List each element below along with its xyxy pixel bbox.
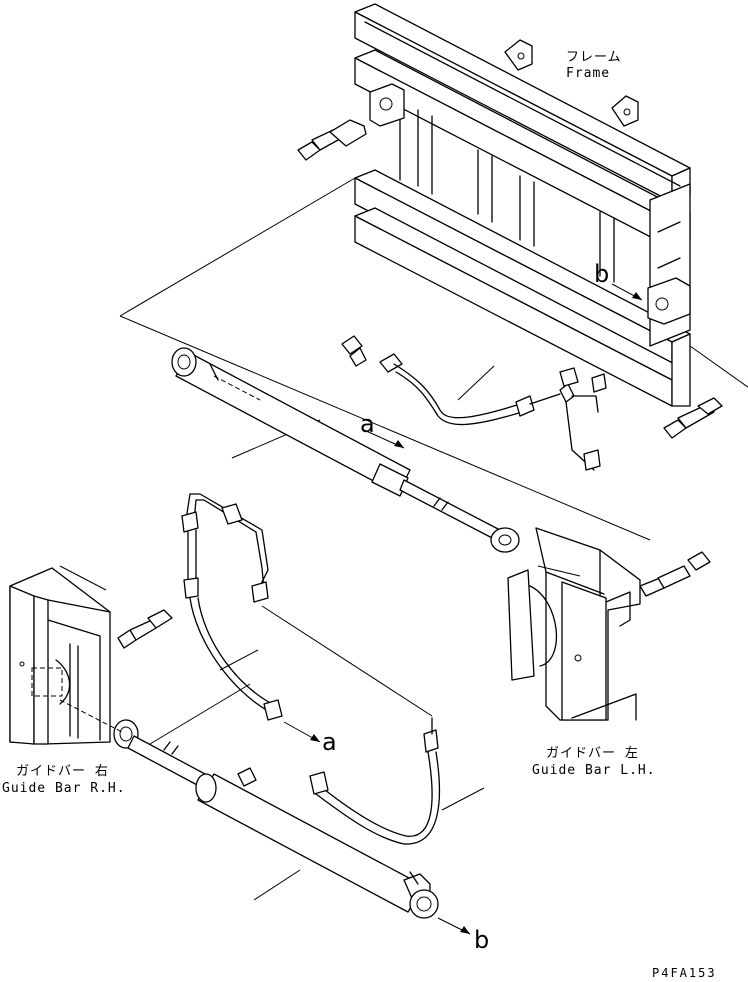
ref-arrow-b-lower: [437, 917, 471, 935]
ref-letter-b-frame: b: [594, 260, 610, 288]
guide-bar-lh-bolt: [639, 551, 711, 597]
lower-hose-assembly: [181, 493, 485, 845]
drawing-code: P4FA153: [652, 966, 717, 980]
ref-arrow-a-lower: [283, 721, 321, 743]
frame-label-jp: フレーム: [566, 50, 622, 65]
ref-arrow-a-upper: [363, 429, 405, 449]
guide-bar-rh: [9, 565, 123, 745]
ref-letter-b-lower: b: [474, 926, 490, 954]
ref-letter-a-upper: a: [360, 410, 375, 438]
upper-hose-assembly: [341, 335, 607, 471]
ref-letter-a-lower: a: [322, 728, 337, 756]
frame-label-en: Frame: [566, 66, 611, 81]
guide-bar-lh-label-en: Guide Bar L.H.: [532, 763, 656, 778]
frame-assembly: [354, 3, 691, 407]
frame-bolt-right: [663, 397, 723, 439]
frame-bolt-left: [297, 119, 367, 161]
upper-cylinder: [171, 347, 520, 553]
lower-cylinder: [113, 683, 439, 919]
guide-bar-lh: [507, 527, 641, 721]
guide-bar-rh-bolt: [117, 609, 173, 649]
ref-arrow-b-frame: [611, 283, 643, 301]
guide-bar-rh-label-jp: ガイドバー 右: [16, 764, 109, 779]
guide-bar-rh-label-en: Guide Bar R.H.: [2, 781, 126, 796]
guide-bar-lh-label-jp: ガイドバー 左: [546, 746, 639, 761]
